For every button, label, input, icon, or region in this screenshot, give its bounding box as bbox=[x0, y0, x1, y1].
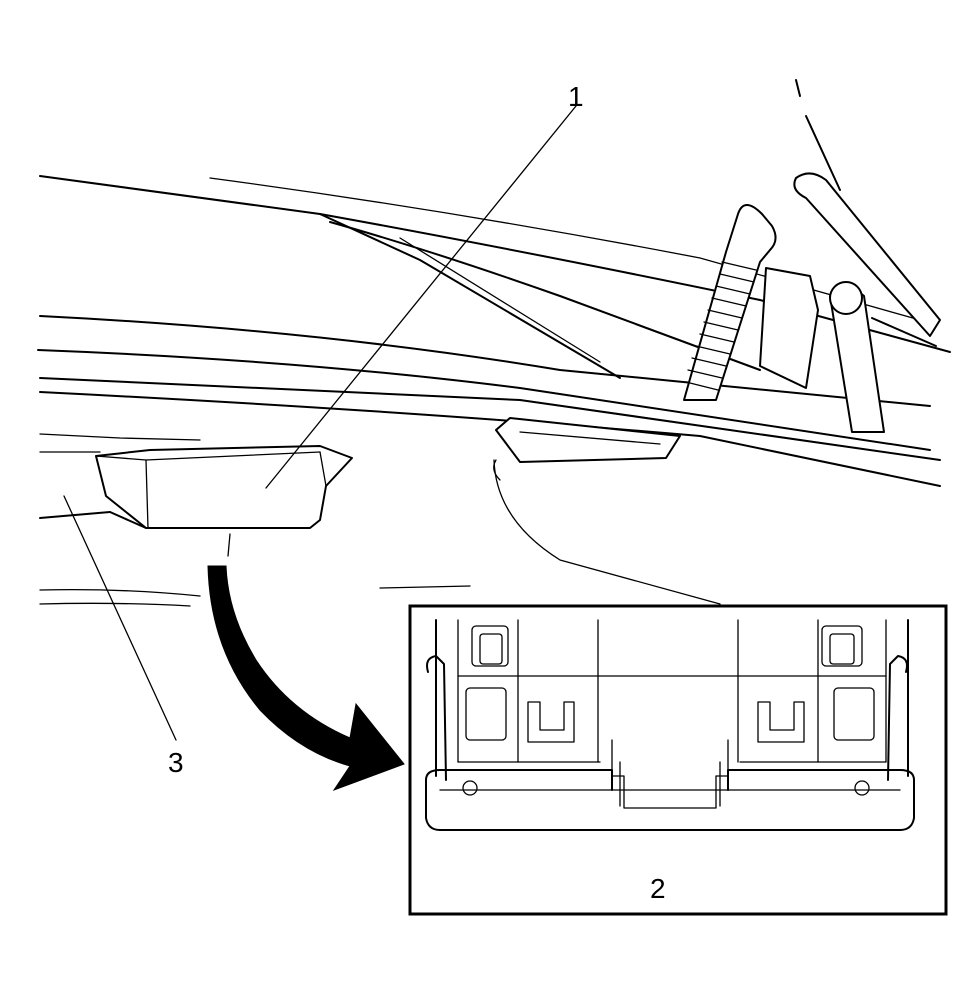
callout-1: 1 bbox=[568, 81, 584, 112]
callout-3: 3 bbox=[168, 747, 184, 778]
direction-arrow bbox=[207, 533, 405, 792]
mounting-bracket bbox=[493, 417, 721, 605]
wiper-arm bbox=[793, 79, 941, 433]
detail-inset bbox=[408, 604, 948, 916]
leader-line-1 bbox=[265, 105, 577, 489]
leader-line-3 bbox=[63, 495, 177, 741]
windshield-lines bbox=[39, 175, 951, 379]
corrugated-hose bbox=[683, 204, 819, 401]
clip-detail bbox=[425, 619, 915, 831]
callout-2: 2 bbox=[650, 873, 666, 904]
module-housing bbox=[95, 445, 353, 529]
